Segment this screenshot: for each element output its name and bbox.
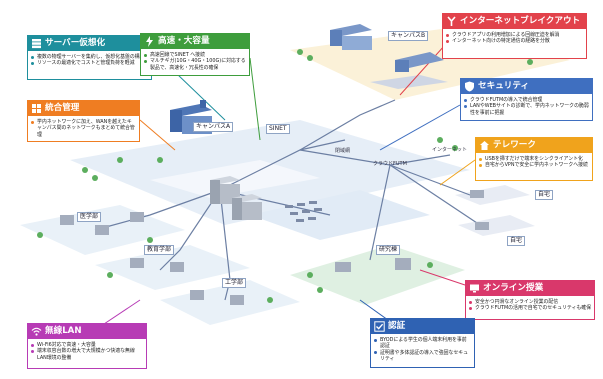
wifi-icon <box>31 327 42 336</box>
card-title: 認証 <box>388 321 406 331</box>
card-integrated-management: 統合管理 学内ネットワークに加え、WANを越えたキャンパス間のネットワークもまと… <box>27 100 140 142</box>
card-security: セキュリティ クラウドFUTMの導入で統合管理 LANやWEBサイトの診断で、学… <box>460 78 593 121</box>
card-header: オンライン授業 <box>466 281 594 296</box>
label-home-1: 自宅 <box>535 190 554 200</box>
label-cloud-futm: クラウドFUTM <box>373 161 407 167</box>
label-home-2: 自宅 <box>507 236 526 246</box>
card-item: 端末収容台数の増大で大規模かつ快適な無線LAN環境の整備 <box>31 348 143 361</box>
house-icon <box>480 141 489 150</box>
research-platform <box>290 245 465 305</box>
shield-icon <box>465 81 474 92</box>
card-item: LANやWEBサイトの診断で、学内ネットワークの脆弱性を事前に把握 <box>464 103 589 116</box>
card-item: インターネット向けの特定通信の経路を分散 <box>446 38 583 44</box>
card-items: 複数の物理サーバーを集約し、仮想化基盤の構築 リソースの最適化でコストと管理負荷… <box>28 51 151 69</box>
card-item: Wi-Fi6対応で高速・大容量 <box>31 342 143 348</box>
card-title: インターネットブレイクアウト <box>460 16 581 26</box>
card-title: 高速・大容量 <box>158 36 210 46</box>
card-header: 無線LAN <box>28 324 146 339</box>
card-item: BYODによる学生の個人端末利用を事前認証 <box>374 337 471 350</box>
card-title: 統合管理 <box>45 103 80 113</box>
label-education: 教育学部 <box>144 245 175 255</box>
card-header: テレワーク <box>476 138 592 153</box>
card-telework: テレワーク USBを挿すだけで端末をシンクライアント化 自宅からVPNで安全に学… <box>475 137 593 181</box>
campus-b-buildings <box>330 24 444 72</box>
card-item: クラウドFUTMの導入で統合管理 <box>464 97 589 103</box>
label-medical: 医学部 <box>77 212 102 222</box>
label-engineering: 工学部 <box>222 278 247 288</box>
card-items: BYODによる学生の個人端末利用を事前認証 証明書や多体認証の導入で強固なセキュ… <box>371 334 474 364</box>
check-icon <box>374 321 385 332</box>
label-closed-network: 閉域網 <box>335 148 351 154</box>
label-sinet: SINET <box>266 124 290 134</box>
card-server-virtualization: サーバー仮想化 複数の物理サーバーを集約し、仮想化基盤の構築 リソースの最適化で… <box>27 35 152 80</box>
label-research: 研究棟 <box>376 245 401 255</box>
card-title: セキュリティ <box>478 81 530 91</box>
monitor-icon <box>470 284 479 293</box>
label-campus-a: キャンパスA <box>193 122 234 132</box>
card-items: 安全かつ円滑なオンライン授業の配信 クラウドFUTMの活用で自宅でのセキュリティ… <box>466 296 594 314</box>
card-header: インターネットブレイクアウト <box>443 14 586 29</box>
card-item: 高速回線でSINET へ接続 <box>144 52 246 58</box>
card-item: 複数の物理サーバーを集約し、仮想化基盤の構築 <box>31 54 148 60</box>
card-header: 統合管理 <box>28 101 139 116</box>
card-item: 安全かつ円滑なオンライン授業の配信 <box>469 299 591 305</box>
card-items: 高速回線でSINET へ接続 マルチギガ(10G・40G・100G)に対応する製… <box>141 49 249 73</box>
card-header: 高速・大容量 <box>141 34 249 49</box>
card-title: サーバー仮想化 <box>45 38 106 48</box>
card-wireless-lan: 無線LAN Wi-Fi6対応で高速・大容量 端末収容台数の増大で大規模かつ快適な… <box>27 323 147 369</box>
card-items: USBを挿すだけで端末をシンクライアント化 自宅からVPNで安全に学内ネットワー… <box>476 153 592 171</box>
card-items: Wi-Fi6対応で高速・大容量 端末収容台数の増大で大規模かつ快適な無線LAN環… <box>28 339 146 363</box>
card-header: サーバー仮想化 <box>28 36 151 51</box>
card-item: マルチギガ(10G・40G・100G)に対応する製品で、高速化・冗長性の確保 <box>144 58 246 71</box>
card-title: 無線LAN <box>45 326 82 336</box>
card-items: 学内ネットワークに加え、WANを越えたキャンパス間のネットワークもまとめて統合管… <box>28 116 139 140</box>
card-authentication: 認証 BYODによる学生の個人端末利用を事前認証 証明書や多体認証の導入で強固な… <box>370 318 475 368</box>
card-high-speed: 高速・大容量 高速回線でSINET へ接続 マルチギガ(10G・40G・100G… <box>140 33 250 76</box>
campus-a-lower-platform <box>250 190 430 240</box>
card-title: オンライン授業 <box>483 283 544 293</box>
card-title: テレワーク <box>493 140 536 150</box>
home-platforms <box>455 185 535 236</box>
label-internet: インターネット <box>432 147 468 153</box>
card-items: クラウドFUTMの導入で統合管理 LANやWEBサイトの診断で、学内ネットワーク… <box>461 94 592 118</box>
card-item: 自宅からVPNで安全に学内ネットワークへ接続 <box>479 162 588 169</box>
server-icon <box>32 39 41 49</box>
label-campus-b: キャンパスB <box>388 31 429 41</box>
card-internet-breakout: インターネットブレイクアウト クラウドアプリの利用増加による回線圧迫を解消 イン… <box>442 13 587 59</box>
card-item: クラウドFUTMの活用で自宅でのセキュリティも確保 <box>469 305 592 312</box>
card-online-class: オンライン授業 安全かつ円滑なオンライン授業の配信 クラウドFUTMの活用で自宅… <box>465 280 595 320</box>
card-header: 認証 <box>371 319 474 334</box>
card-item: 証明書や多体認証の導入で強固なセキュリティ <box>374 350 471 363</box>
lightning-icon <box>146 36 153 47</box>
y-branch-icon <box>447 16 456 26</box>
card-header: セキュリティ <box>461 79 592 94</box>
classroom-desks <box>285 201 322 222</box>
card-item: クラウドアプリの利用増加による回線圧迫を解消 <box>446 32 583 38</box>
card-item: リソースの最適化でコストと管理負荷を軽減 <box>31 60 148 66</box>
card-item: 学内ネットワークに加え、WANを越えたキャンパス間のネットワークもまとめて統合管… <box>31 119 135 138</box>
server-racks <box>210 176 262 220</box>
grid-icon <box>32 104 41 113</box>
card-items: クラウドアプリの利用増加による回線圧迫を解消 インターネット向けの特定通信の経路… <box>443 29 586 47</box>
faculty-buildings <box>60 190 489 305</box>
card-item: USBを挿すだけで端末をシンクライアント化 <box>479 156 589 162</box>
